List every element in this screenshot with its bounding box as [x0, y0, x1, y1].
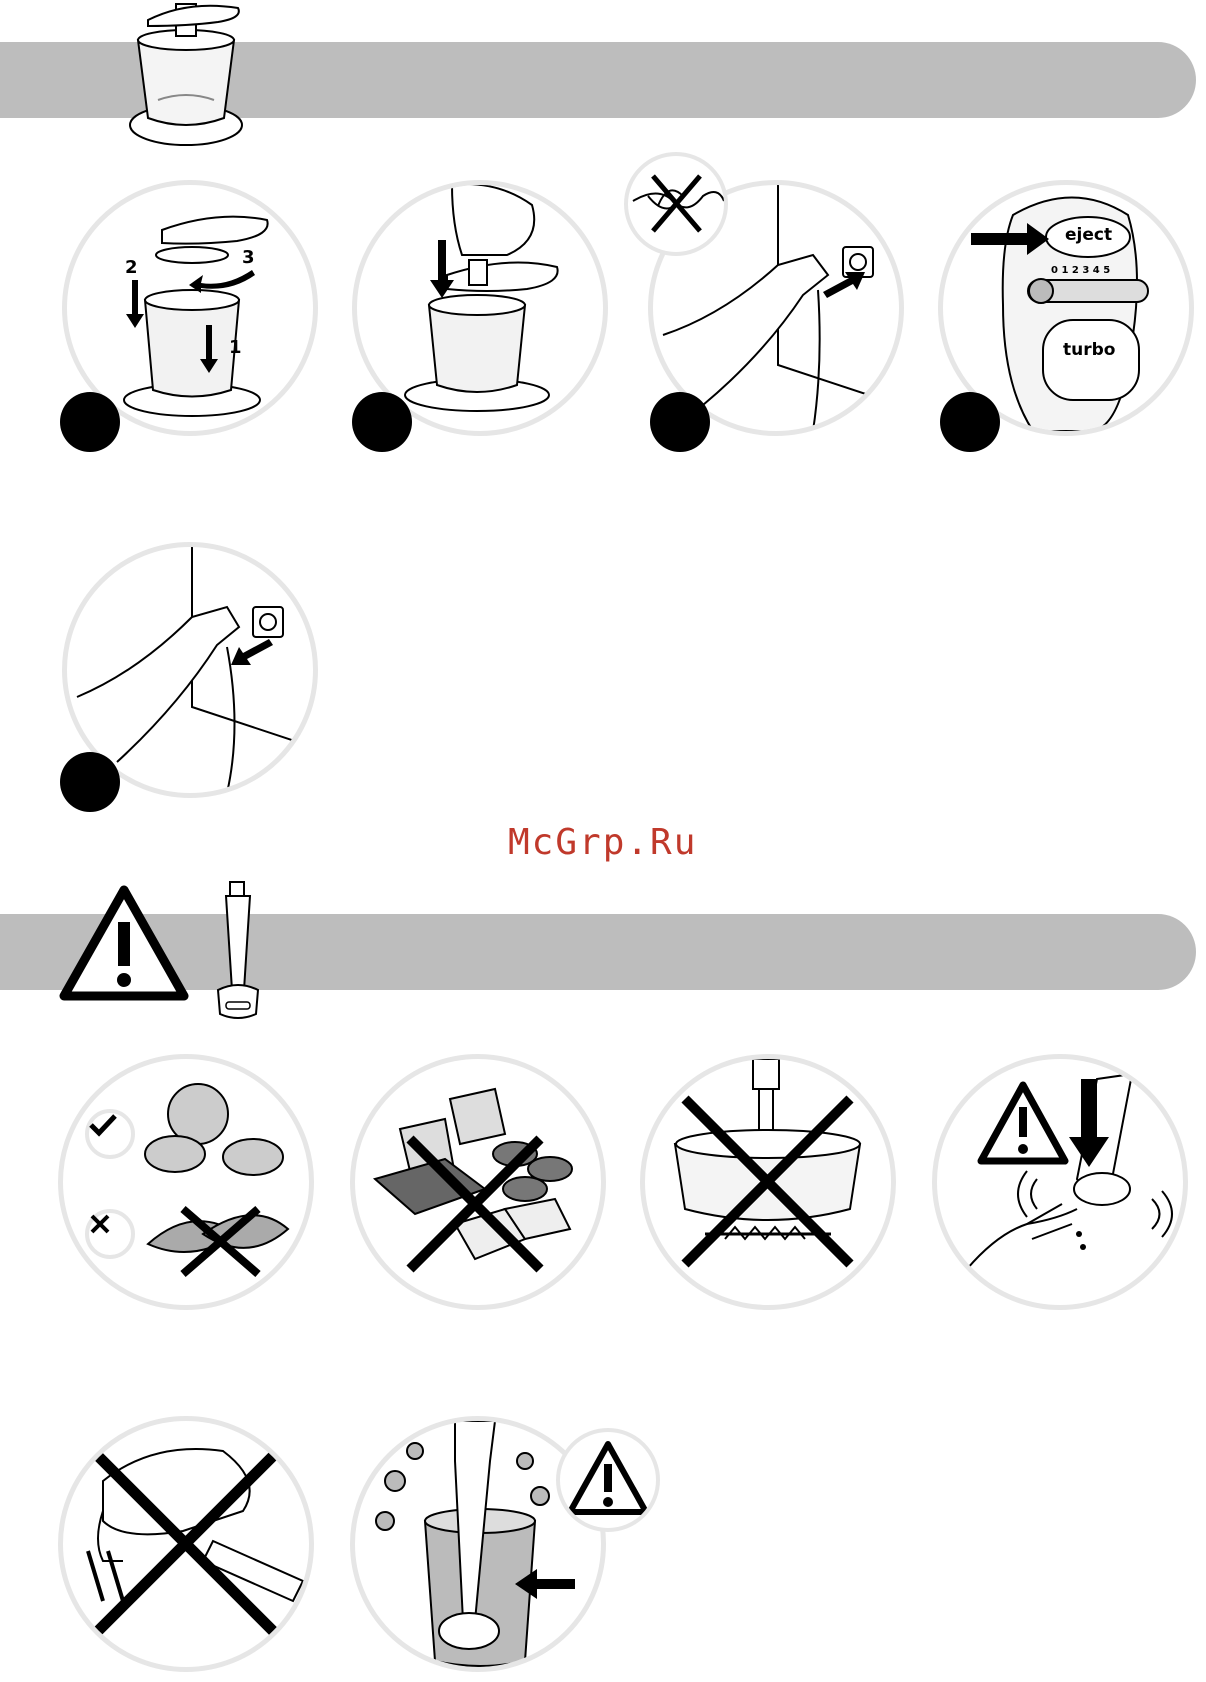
chopper-header-icon: [118, 0, 258, 150]
warning-circle-hot-pan: [640, 1054, 896, 1310]
turbo-button-label: turbo: [1063, 340, 1115, 360]
warning-circle-hard-foods: [350, 1054, 606, 1310]
cross-icon: [89, 1213, 111, 1235]
step-label-1: 1: [229, 337, 242, 358]
speed-scale-label: 0 1 2 3 4 5: [1051, 265, 1110, 276]
step-number-badge: [60, 752, 120, 812]
splash-warning-badge: [556, 1428, 660, 1532]
arrow-down-icon: [199, 325, 219, 375]
watermark-text: McGrp.Ru: [508, 822, 697, 863]
arrow-left-icon: [229, 639, 273, 669]
warning-triangle-icon: [560, 1432, 656, 1528]
checkmark-icon: [89, 1113, 117, 1137]
step-number-badge: [650, 392, 710, 452]
arrow-down-icon: [125, 280, 145, 330]
step-label-3: 3: [242, 247, 255, 268]
step-number-badge: [940, 392, 1000, 452]
arrow-down-icon: [1069, 1079, 1109, 1169]
warning-triangle-icon: [975, 1079, 1071, 1167]
step-label-2: 2: [125, 257, 138, 278]
step-number-badge: [352, 392, 412, 452]
arrow-left-icon: [515, 1569, 575, 1599]
arrow-right-icon: [971, 223, 1051, 255]
no-tangled-cord-badge: [624, 152, 728, 256]
arrow-down-icon: [429, 240, 455, 300]
step-number-badge: [60, 392, 120, 452]
warning-circle-mixer-forbidden: [58, 1416, 314, 1672]
warning-circle-food-types: [58, 1054, 314, 1310]
arrow-right-icon: [823, 270, 867, 300]
warning-triangle-icon: [58, 884, 190, 1004]
blender-header-icon: [210, 880, 266, 1022]
eject-button-label: eject: [1065, 225, 1112, 245]
ok-badge: [85, 1109, 135, 1159]
warning-circle-blade-danger: [932, 1054, 1188, 1310]
curved-arrow-icon: [187, 265, 257, 295]
not-ok-badge: [85, 1209, 135, 1259]
